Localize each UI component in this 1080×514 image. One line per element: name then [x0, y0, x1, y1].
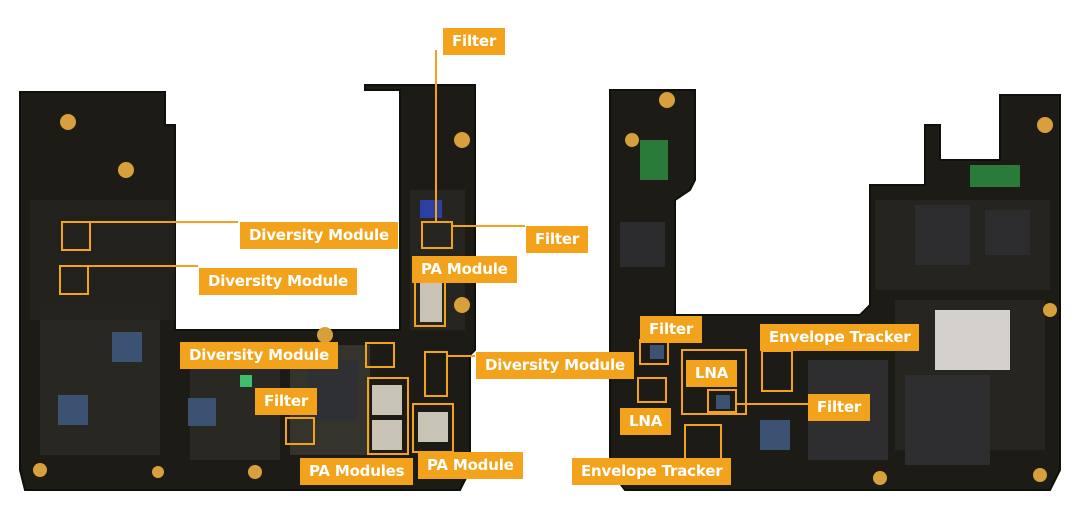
label-lna-2: LNA [620, 408, 672, 435]
right-circuit-board [609, 89, 1061, 491]
label-diversity-module-4: Diversity Module [476, 352, 634, 379]
label-diversity-module-2: Diversity Module [199, 268, 357, 295]
label-filter-board2-top: Filter [640, 316, 703, 343]
label-diversity-module-3: Diversity Module [180, 342, 338, 369]
label-diversity-module-1: Diversity Module [240, 222, 398, 249]
label-filter-board2-mid: Filter [808, 394, 871, 421]
label-pa-module-2: PA Module [418, 452, 523, 479]
label-pa-module-1: PA Module [412, 256, 517, 283]
label-filter-left-bottom: Filter [255, 388, 318, 415]
label-pa-modules: PA Modules [300, 458, 414, 485]
callout-outlines [59, 50, 818, 462]
label-envelope-tracker-2: Envelope Tracker [572, 458, 732, 485]
label-filter-right: Filter [526, 226, 589, 253]
label-lna-1: LNA [686, 360, 738, 387]
label-filter-top: Filter [443, 28, 506, 55]
label-envelope-tracker-1: Envelope Tracker [760, 324, 920, 351]
